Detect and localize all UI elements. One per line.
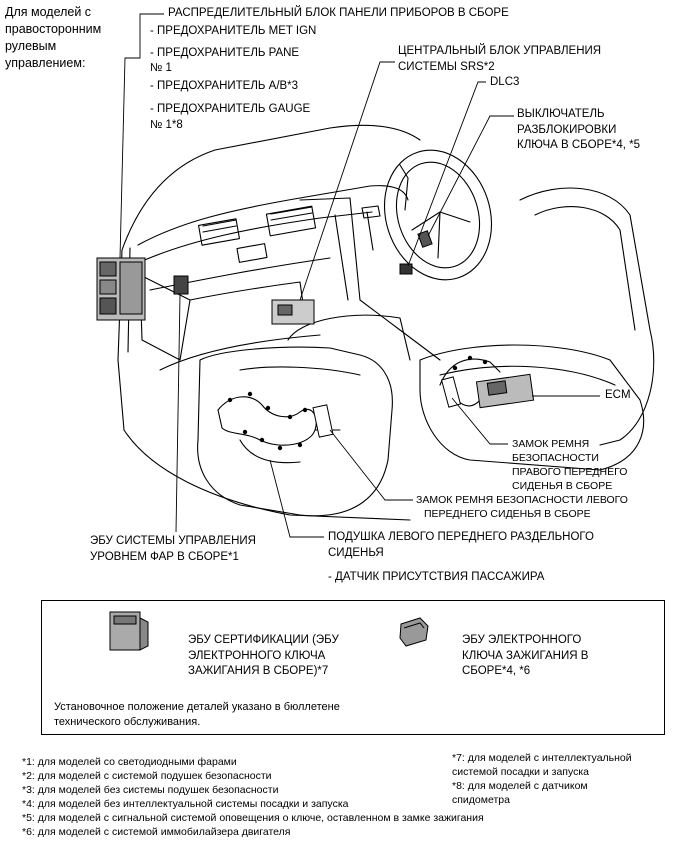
lh-buckle	[312, 404, 334, 438]
right-seat	[519, 187, 655, 446]
srs-center-label: ЦЕНТРАЛЬНЫЙ БЛОК УПРАВЛЕНИЯ СИСТЕМЫ SRS*…	[398, 45, 602, 73]
fuse-gauge: - ПРЕДОХРАНИТЕЛЬ GAUGE	[150, 103, 311, 115]
footnote-3: *3: для моделей без системы подушек безо…	[22, 784, 279, 796]
footnote-2: *2: для моделей с системой подушек безоп…	[22, 770, 272, 782]
dlc3-label: DLC3	[490, 76, 520, 88]
footnotes-left: *1: для моделей со светодиодными фарами …	[22, 755, 484, 839]
leader-headlamp-ecu	[175, 294, 181, 533]
box-note: Установочное положение деталей указано в…	[54, 701, 340, 728]
headlamp-ecu-label: ЭБУ СИСТЕМЫ УПРАВЛЕНИЯ УРОВНЕМ ФАР В СБО…	[90, 535, 256, 563]
ecm-label: ECM	[605, 389, 631, 401]
footnote-8: *8: для моделей с датчиком	[452, 780, 588, 792]
lh-buckle-label: ЗАМОК РЕМНЯ БЕЗОПАСНОСТИ ЛЕВОГО ПЕРЕДНЕГ…	[416, 494, 628, 520]
certification-ecu-drawing	[109, 611, 149, 651]
dlc3-connector	[399, 263, 413, 275]
leader-lh-buckle	[329, 429, 413, 501]
rh-buckle	[440, 376, 462, 408]
srs-center-unit	[271, 299, 315, 325]
instrument-panel-jb-label: РАСПРЕДЕЛИТЕЛЬНЫЙ БЛОК ПАНЕЛИ ПРИБОРОВ В…	[168, 7, 509, 19]
fuse-pane: - ПРЕДОХРАНИТЕЛЬ PANE	[150, 46, 300, 59]
supplementary-parts-box	[41, 600, 665, 735]
separate-cushion-label: ПОДУШКА ЛЕВОГО ПЕРЕДНЕГО РАЗДЕЛЬНОГО СИД…	[328, 531, 594, 559]
center-console	[299, 197, 441, 361]
wire-harness-right	[439, 358, 501, 386]
footnote-7: *7: для моделей с интеллектуальной	[452, 752, 632, 764]
footnotes-right: *7: для моделей с интеллектуальной систе…	[452, 752, 632, 806]
floor-outline	[123, 429, 411, 521]
footnote-4: *4: для моделей без интеллектуальной сис…	[22, 798, 349, 810]
ignition-key-ecu-label: ЭБУ ЭЛЕКТРОННОГО КЛЮЧА ЗАЖИГАНИЯ В СБОРЕ…	[462, 634, 589, 677]
windshield-outline	[121, 124, 421, 251]
fuse-list: - ПРЕДОХРАНИТЕЛЬ MET IGN - ПРЕДОХРАНИТЕЛ…	[150, 25, 317, 131]
rh-buckle-label: ЗАМОК РЕМНЯ БЕЗОПАСНОСТИ ПРАВОГО ПЕРЕДНЕ…	[512, 438, 628, 492]
leader-unlock	[427, 115, 514, 237]
left-seat	[197, 346, 393, 517]
footnote-1: *1: для моделей со светодиодными фарами	[22, 756, 237, 768]
leader-dlc3	[407, 81, 486, 267]
headlamp-leveling-ecu	[173, 275, 189, 295]
footnote-6: *6: для моделей с системой иммобилайзера…	[22, 826, 291, 838]
instrument-panel-junction-block	[96, 257, 146, 321]
dashboard-outline	[137, 185, 409, 246]
leader-rh-buckle	[451, 397, 508, 445]
ecm-unit	[475, 373, 535, 409]
occupant-sensor-label: - ДАТЧИК ПРИСУТСТВИЯ ПАССАЖИРА	[328, 571, 545, 583]
unlock-switch-label: ВЫКЛЮЧАТЕЛЬ РАЗБЛОКИРОВКИ КЛЮЧА В СБОРЕ*…	[517, 108, 641, 151]
fuse-ab: - ПРЕДОХРАНИТЕЛЬ A/B*3	[150, 79, 299, 92]
steering-wheel	[383, 149, 493, 281]
cert-ecu-label: ЭБУ СЕРТИФИКАЦИИ (ЭБУ ЭЛЕКТРОННОГО КЛЮЧА…	[188, 634, 339, 677]
leader-srs	[299, 61, 395, 301]
fuse-met-ign: - ПРЕДОХРАНИТЕЛЬ MET IGN	[150, 25, 317, 37]
rhd-models-label: Для моделей с правосторонним рулевым упр…	[5, 5, 102, 70]
leader-jb	[119, 13, 164, 259]
wire-harness-left	[217, 396, 317, 446]
ignition-key-ecu-drawing	[399, 617, 429, 647]
footnote-5: *5: для моделей с сигнальной системой оп…	[22, 812, 484, 824]
leader-cushion	[269, 459, 324, 538]
